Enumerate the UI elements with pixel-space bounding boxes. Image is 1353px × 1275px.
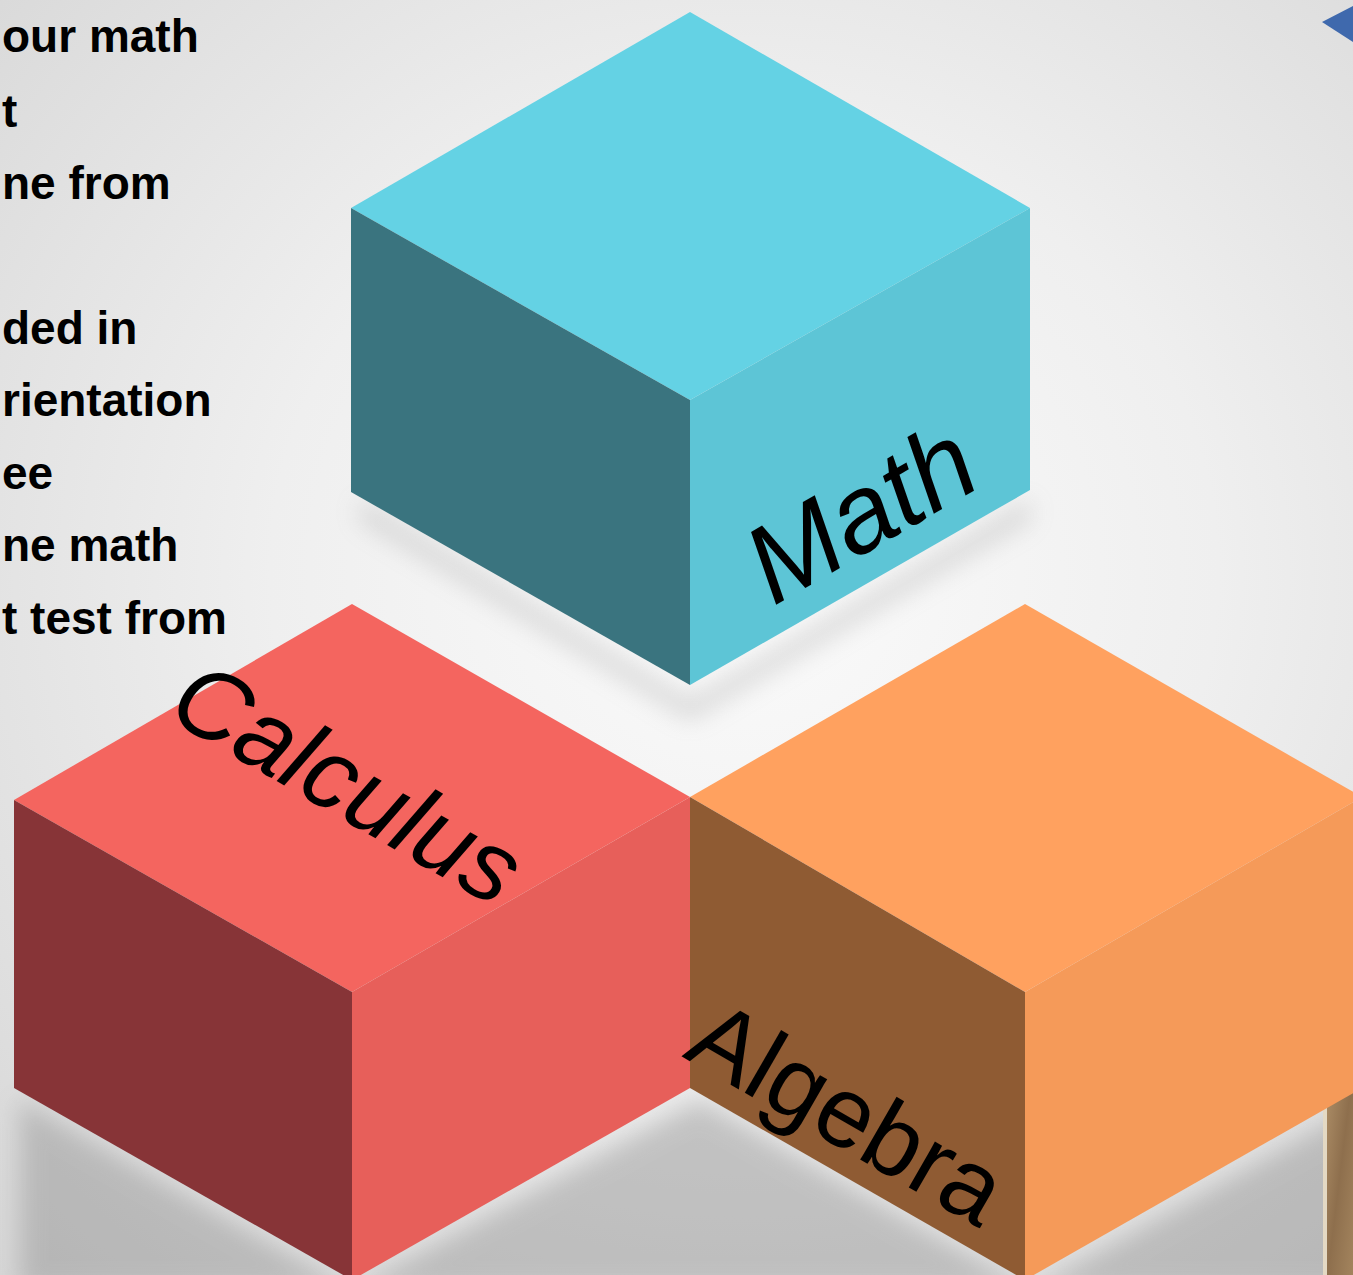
body-text-line: ded in <box>2 302 137 354</box>
cube-outline <box>690 604 1353 1275</box>
cube-right-face <box>1025 797 1353 1275</box>
cube-left-face <box>14 800 352 1275</box>
cube-outline <box>14 604 690 1275</box>
algebra-cube: Algebra <box>690 604 1353 1275</box>
body-text-line: our math <box>2 10 199 62</box>
math-cube: Math <box>351 12 1030 685</box>
arrow-shape <box>1322 6 1353 42</box>
calculus-cube: Calculus <box>14 604 690 1275</box>
body-text-line: ee <box>2 447 53 499</box>
cube-left-face <box>351 208 690 685</box>
cube-right-face <box>690 208 1030 685</box>
body-text-line: rientation <box>2 374 212 426</box>
body-text-line: t test from <box>2 592 227 644</box>
body-text-line: ne math <box>2 519 178 571</box>
body-text-line: ne from <box>2 157 171 209</box>
body-text-line: t <box>2 85 17 137</box>
cube-outline <box>351 12 1030 685</box>
